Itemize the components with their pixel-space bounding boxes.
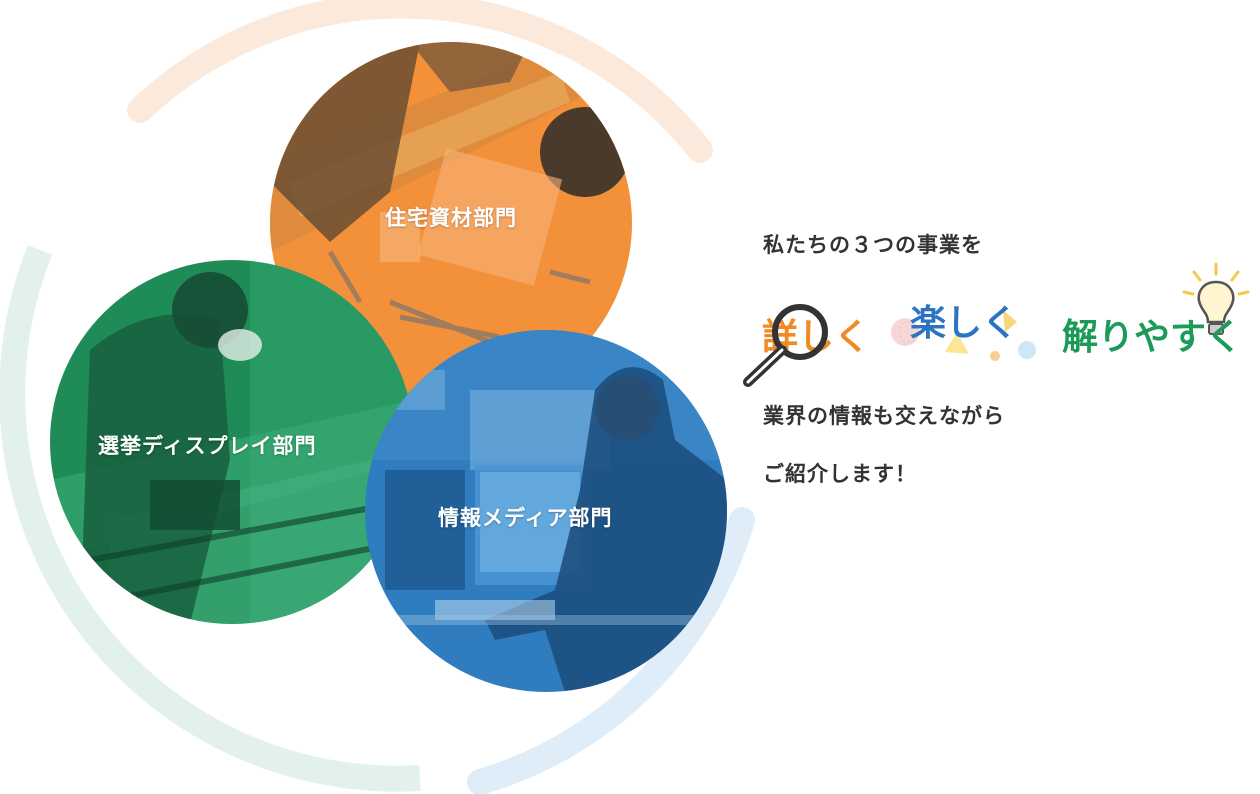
keyword-fun: 楽しく (910, 303, 1019, 344)
section-label: 住宅資材部門 (385, 206, 517, 230)
office-photo (365, 330, 727, 692)
section-housing-materials[interactable]: 住宅資材部門 (270, 42, 632, 404)
magnifier-icon (743, 304, 828, 387)
light-bulb-icon (1182, 262, 1250, 335)
section-information-media[interactable]: 情報メディア部門 (365, 330, 727, 692)
orange-arc (127, 0, 713, 163)
workshop-photo (270, 42, 632, 404)
section-label: 選挙ディスプレイ部門 (98, 434, 317, 458)
section-election-display[interactable]: 選挙ディスプレイ部門 (50, 260, 414, 624)
section-label: 情報メディア部門 (438, 506, 613, 530)
description-line-2: ご紹介します！ (763, 462, 917, 486)
description-line-1: 業界の情報も交えながら (763, 404, 1005, 428)
confetti-icon (891, 310, 1036, 361)
intro-heading: 私たちの３つの事業を (763, 233, 983, 257)
keyword-easy-to-understand: 解りやすく (1062, 317, 1243, 358)
